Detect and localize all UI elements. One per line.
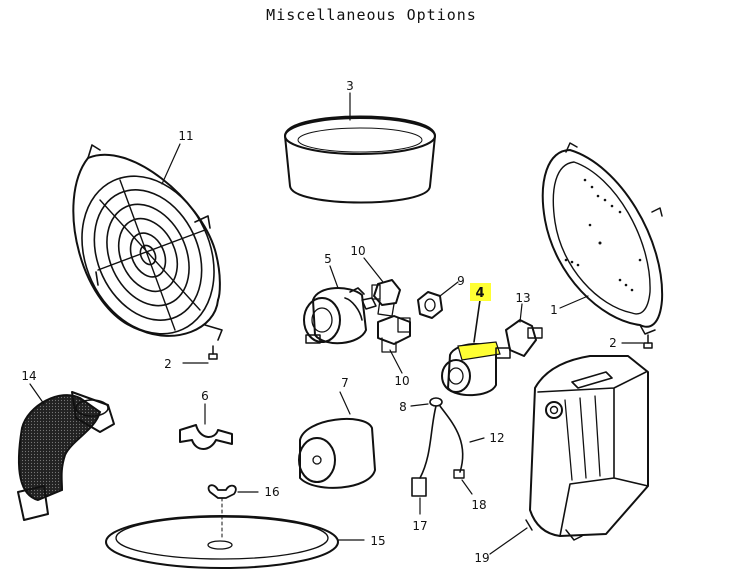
highlight-box-icon: [470, 283, 491, 301]
callout-9: 9: [457, 274, 465, 288]
elbow-part: [505, 319, 543, 357]
back-plate-part: [541, 142, 664, 335]
callout-2-right: 2: [609, 336, 617, 350]
fan-guard-part: [72, 144, 223, 341]
nut-part: [417, 291, 443, 319]
screw-right-part: [621, 334, 653, 349]
callout-1: 1: [550, 303, 558, 317]
callout-13: 13: [515, 291, 530, 305]
highlight-band-icon: [457, 341, 501, 361]
callout-4: 4: [475, 286, 484, 301]
callout-2-left: 2: [164, 357, 172, 371]
callout-14: 14: [21, 369, 36, 383]
callout-8: 8: [399, 400, 407, 414]
leader-lines: [161, 92, 523, 374]
callout-3: 3: [346, 79, 354, 93]
callout-15: 15: [370, 534, 385, 548]
callout-5: 5: [324, 252, 332, 266]
callout-16: 16: [264, 485, 279, 499]
fitting-upper-part: [371, 279, 401, 317]
reservoir-tank-part: [489, 355, 649, 555]
fitting-lower-part: [377, 315, 411, 353]
callout-18: 18: [471, 498, 486, 512]
callout-4-highlight: 4: [470, 283, 491, 301]
callout-11: 11: [178, 129, 193, 143]
filter-ring-part: [284, 115, 436, 204]
callout-10-lower: 10: [394, 374, 409, 388]
screw-left-part: [182, 345, 218, 364]
wing-nut-part: [207, 484, 259, 541]
cover-plate-part: [105, 515, 365, 569]
rubber-elbow-part: [17, 383, 115, 521]
filter-canister-part: [298, 391, 376, 489]
wire-harness-part: [410, 397, 485, 515]
callout-12: 12: [489, 431, 504, 445]
clamp-part: [179, 403, 233, 450]
callouts: 3 11 2 1 2 5 10 10 9 13 14 6 7 8 12 17 1…: [21, 79, 616, 565]
pump-part: [303, 287, 377, 345]
callout-10-upper: 10: [350, 244, 365, 258]
callout-7: 7: [341, 376, 349, 390]
callout-19: 19: [474, 551, 489, 565]
callout-6: 6: [201, 389, 209, 403]
highlighted-pump-part: [441, 341, 511, 397]
page-title: Miscellaneous Options: [266, 6, 477, 24]
callout-17: 17: [412, 519, 427, 533]
